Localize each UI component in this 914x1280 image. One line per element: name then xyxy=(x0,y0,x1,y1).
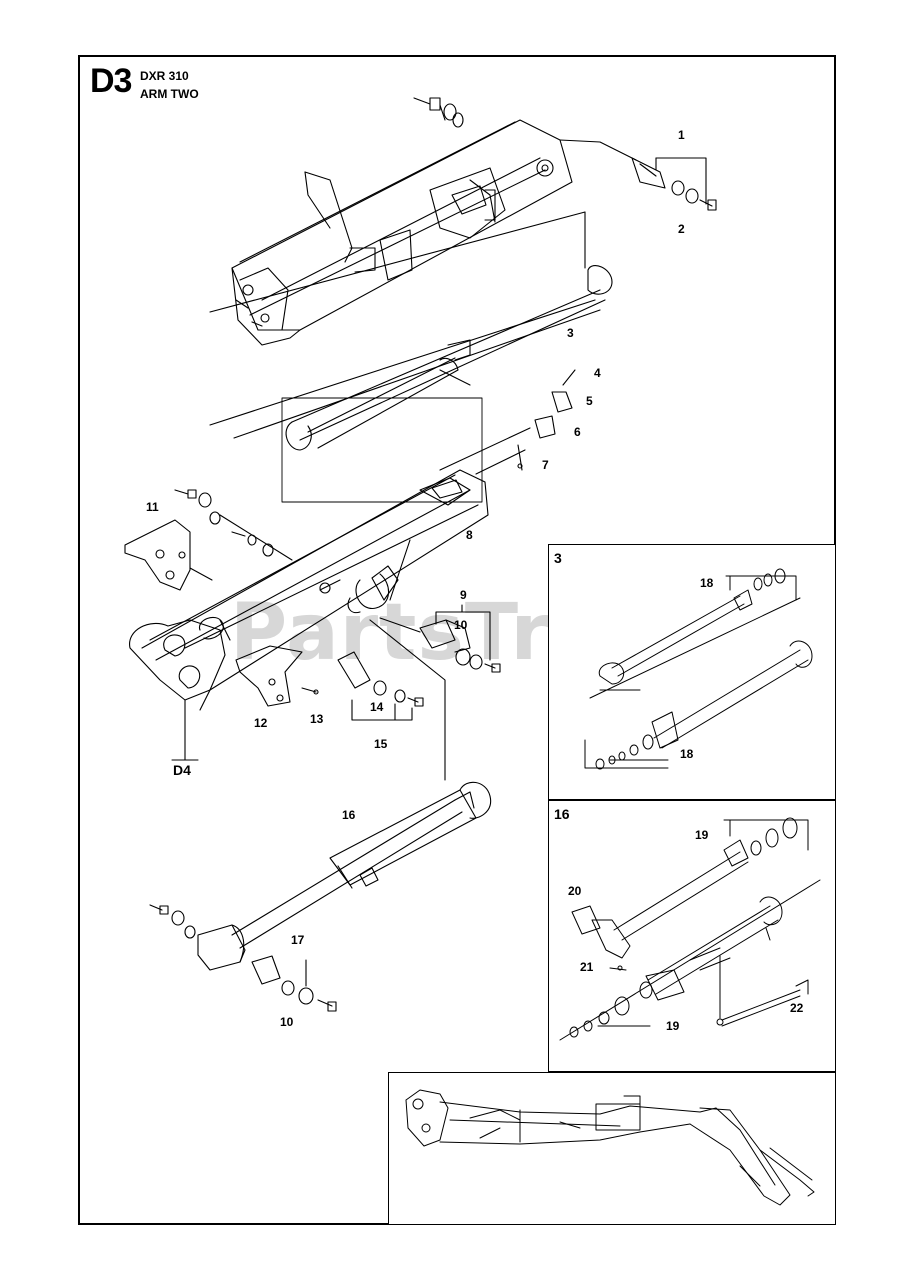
boom-cylinder-16 xyxy=(149,781,492,1012)
callout-12: 12 xyxy=(254,716,268,730)
inset-16-callout-20: 20 xyxy=(568,884,582,898)
callout-17: 17 xyxy=(291,933,305,947)
callout-6: 6 xyxy=(574,425,581,439)
inset-16-callout-21: 21 xyxy=(580,960,594,974)
pin-and-bolt-1-2 xyxy=(559,139,717,211)
leader-lines xyxy=(171,619,446,781)
inset-16-callout-19-top: 19 xyxy=(695,828,709,842)
callout-9: 9 xyxy=(460,588,467,602)
reference-page-label: D4 xyxy=(173,762,191,778)
callout-5: 5 xyxy=(586,394,593,408)
callout-10-upper: 10 xyxy=(454,618,468,632)
top-bolt-set xyxy=(413,97,464,128)
inset-3-callout-18-bottom: 18 xyxy=(680,747,694,761)
callout-3: 3 xyxy=(567,326,574,340)
inset-3-callout-18-top: 18 xyxy=(700,576,714,590)
callout-10-lower: 10 xyxy=(280,1015,294,1029)
callout-8: 8 xyxy=(466,528,473,542)
upper-arm-boom xyxy=(231,119,573,346)
boom-cylinder-3 xyxy=(209,211,613,503)
callout-13: 13 xyxy=(310,712,324,726)
bracket-12 xyxy=(235,645,319,707)
bolt-set-11 xyxy=(174,489,293,561)
callout-14: 14 xyxy=(370,700,384,714)
callout-15: 15 xyxy=(374,737,388,751)
callout-1: 1 xyxy=(678,128,685,142)
inset-3-label: 3 xyxy=(554,550,562,566)
bracket-11 xyxy=(124,519,213,591)
section-subtitle: ARM TWO xyxy=(140,87,199,101)
section-code: D3 xyxy=(90,62,132,100)
callout-2: 2 xyxy=(678,222,685,236)
inset-cylinder-16 xyxy=(548,800,836,1072)
callout-11: 11 xyxy=(146,500,159,514)
lower-arm-boom xyxy=(129,469,489,711)
overview-machine-art xyxy=(405,1089,815,1206)
pin-set-14-15 xyxy=(337,651,424,721)
pin-set-9-10 xyxy=(379,604,501,673)
inset-16-cylinder-art xyxy=(559,817,821,1041)
callout-4: 4 xyxy=(594,366,601,380)
callout-7: 7 xyxy=(542,458,549,472)
inset-16-callout-22: 22 xyxy=(790,1001,804,1015)
inset-16-callout-19-bottom: 19 xyxy=(666,1019,680,1033)
inset-machine-overview xyxy=(388,1072,836,1225)
small-parts-4-7 xyxy=(439,369,576,475)
inset-16-label: 16 xyxy=(554,806,570,822)
callout-16: 16 xyxy=(342,808,356,822)
model-name: DXR 310 xyxy=(140,69,189,83)
inset-3-cylinder-art xyxy=(584,568,813,770)
